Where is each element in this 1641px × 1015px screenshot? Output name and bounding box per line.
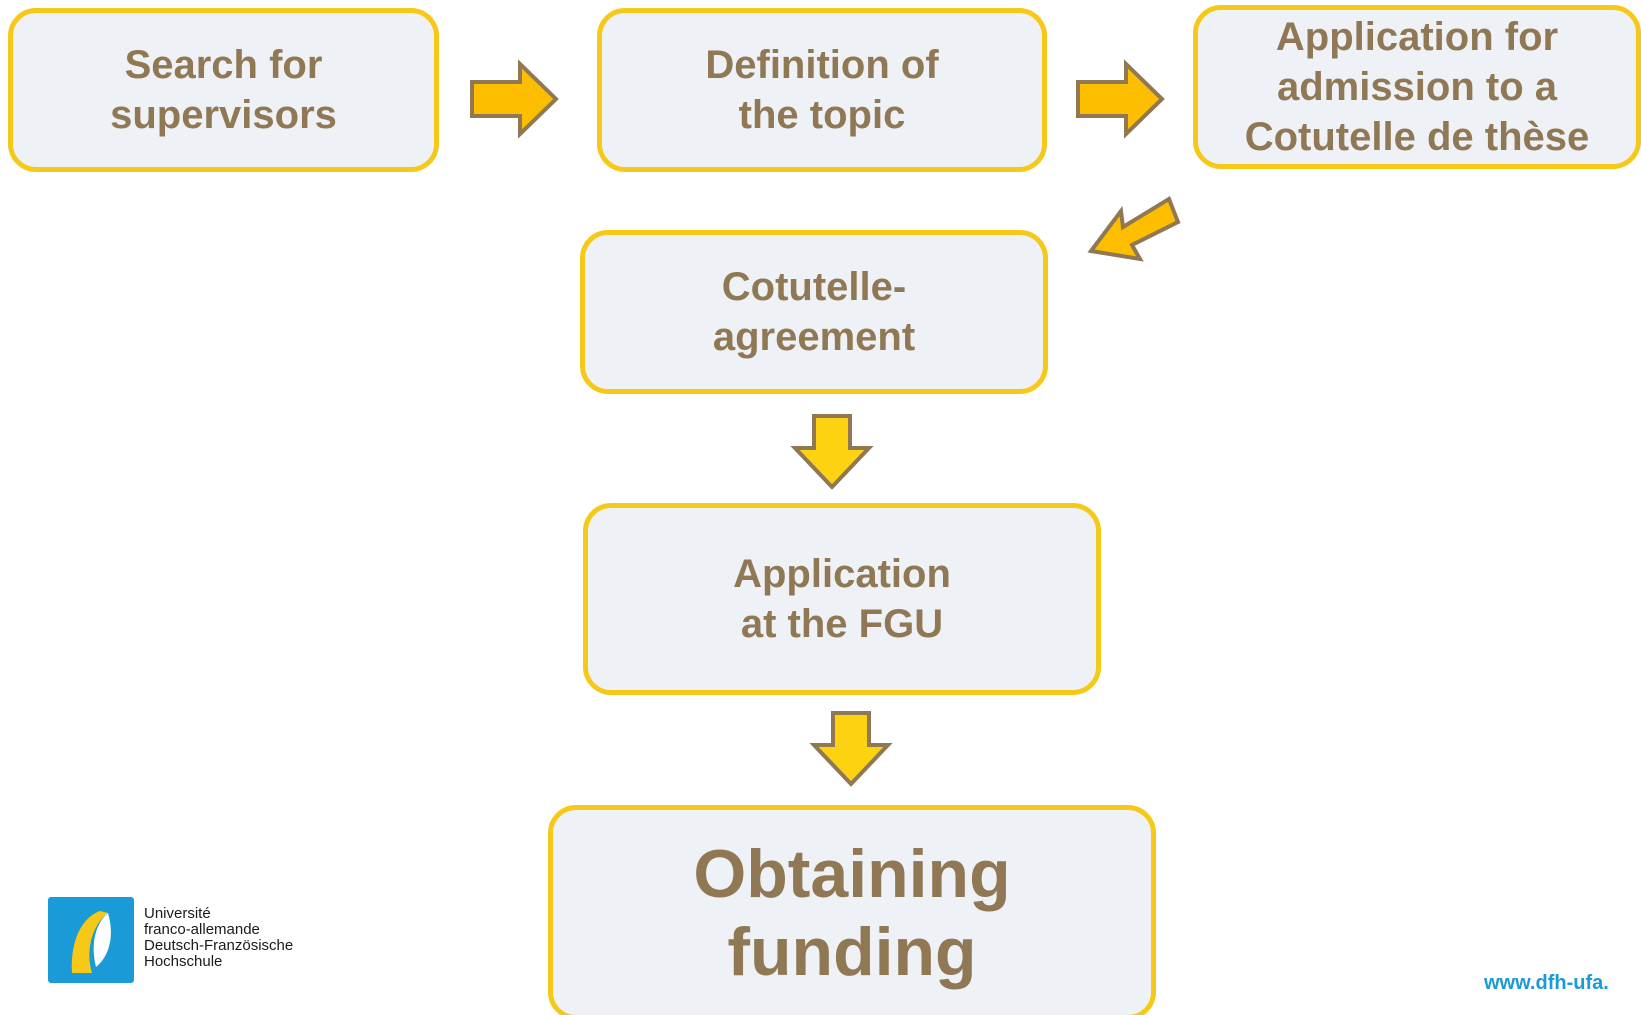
arrow-down-icon: [809, 711, 893, 787]
step-search-supervisors: Search for supervisors: [8, 8, 439, 172]
arrow-right-icon: [1076, 59, 1165, 139]
step-label: Obtaining funding: [693, 835, 1011, 990]
step-label: Definition of the topic: [705, 43, 939, 137]
logo-wordmark: Université franco-allemande Deutsch-Fran…: [144, 906, 293, 970]
step-definition-topic: Definition of the topic: [597, 8, 1047, 172]
logo-line: Hochschule: [144, 953, 223, 970]
logo-line: franco-allemande: [144, 921, 260, 938]
step-label: Application for admission to a Cotutelle…: [1244, 15, 1590, 159]
step-label: Application at the FGU: [733, 552, 951, 646]
logo-line: Deutsch-Französische: [144, 937, 294, 954]
arrow-right-icon: [470, 59, 559, 139]
step-obtaining-funding: Obtaining funding: [548, 805, 1156, 1015]
arrow-down-left-icon: [1087, 196, 1181, 262]
dfh-ufa-logo-icon: [48, 897, 134, 983]
website-link[interactable]: www.dfh-ufa.: [1484, 972, 1609, 994]
logo-line: Université: [144, 905, 211, 922]
arrow-down-icon: [790, 414, 874, 490]
step-cotutelle-agreement: Cotutelle- agreement: [580, 230, 1048, 394]
step-application-fgu: Application at the FGU: [583, 503, 1101, 695]
step-label: Cotutelle- agreement: [712, 265, 916, 359]
step-application-admission: Application for admission to a Cotutelle…: [1193, 5, 1641, 169]
step-label: Search for supervisors: [110, 43, 337, 137]
